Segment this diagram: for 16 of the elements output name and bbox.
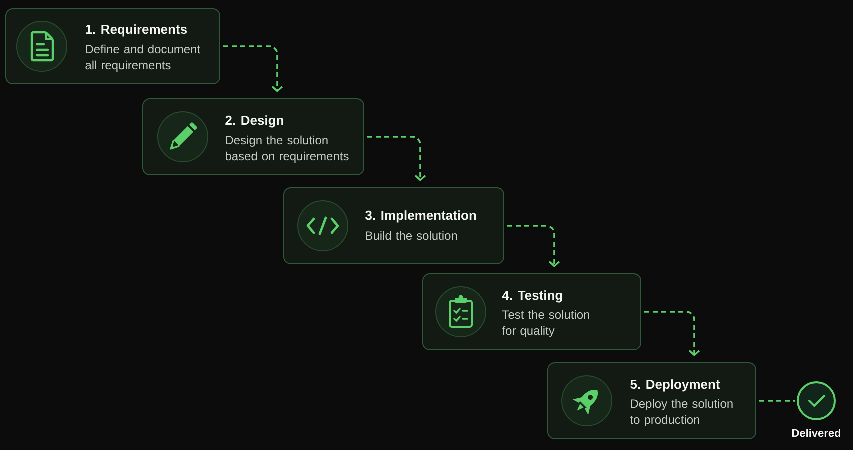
step-title: 4. Testing — [502, 290, 562, 303]
step-description: Define and document all requirements — [86, 44, 200, 72]
step-description: Design the solution based on requirements — [226, 136, 349, 163]
arrow — [508, 225, 560, 268]
step-title: 1. Requirements — [86, 24, 187, 37]
step-title: 2. Design — [226, 116, 284, 128]
step-description: Deploy the solution to production — [630, 399, 733, 426]
node-caption: Delivered — [792, 429, 841, 438]
arrow — [224, 46, 284, 92]
step-title: 3. Implementation — [366, 210, 476, 223]
step-title: 5. Deployment — [630, 380, 720, 392]
step-description: Test the solution for quality — [502, 310, 590, 338]
connector-line — [760, 400, 795, 402]
arrow — [368, 136, 426, 182]
arrow — [644, 311, 700, 356]
step-description: Build the solution — [366, 231, 458, 240]
